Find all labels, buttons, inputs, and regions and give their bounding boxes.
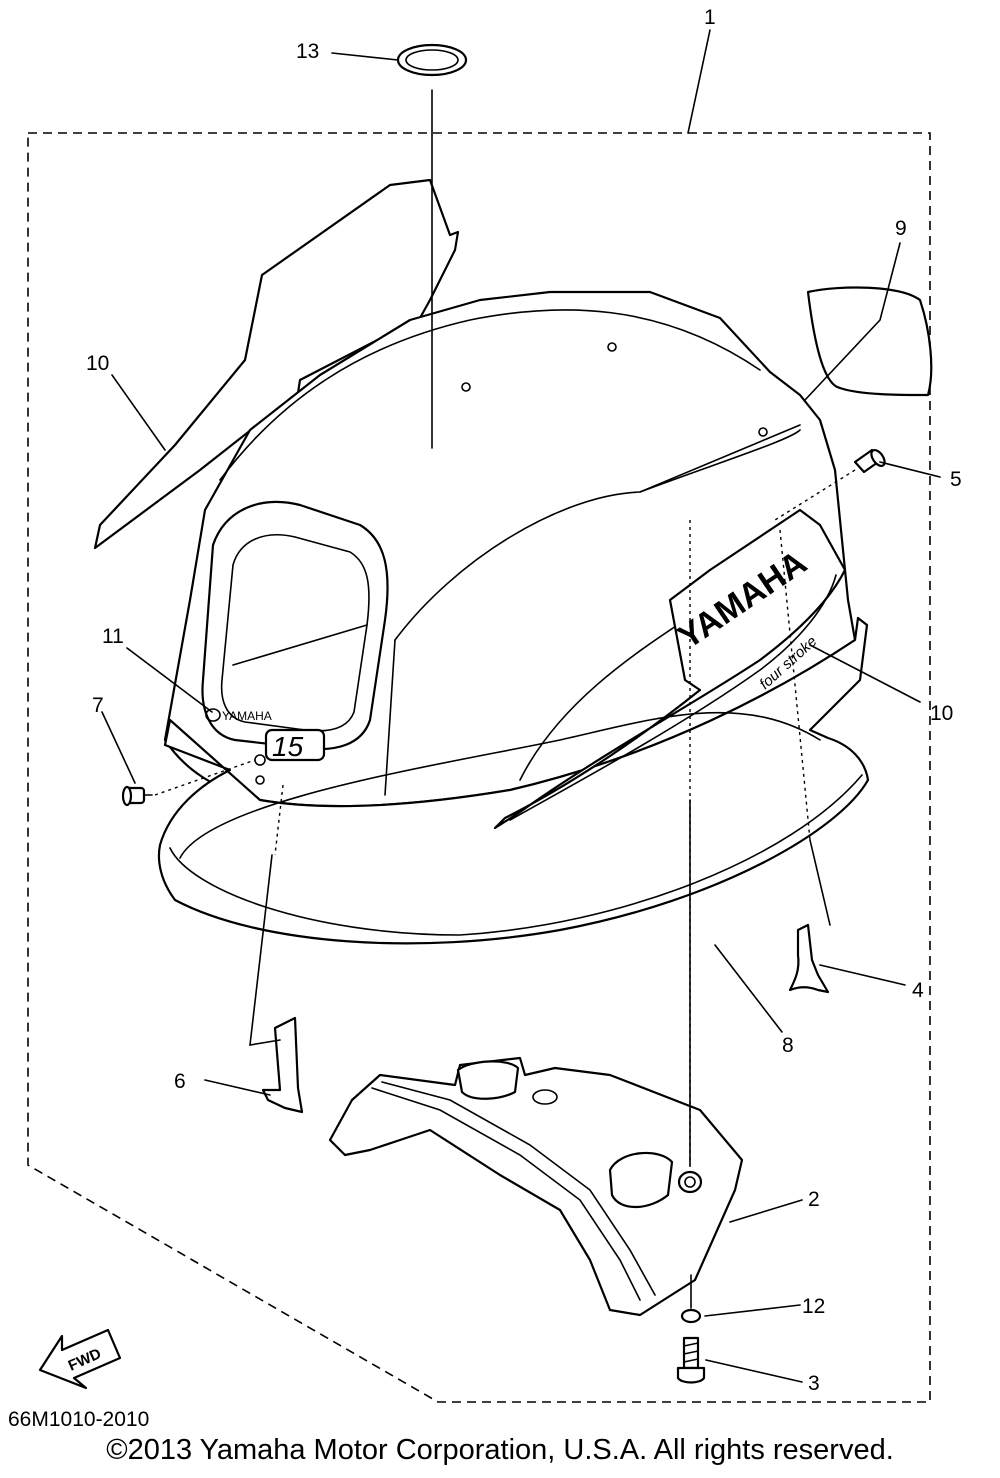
bottom-cowl-boss-right bbox=[608, 1151, 674, 1209]
callout-3: 3 bbox=[808, 1372, 820, 1395]
bolt-head bbox=[676, 1366, 706, 1384]
callout-2: 2 bbox=[808, 1188, 820, 1211]
badge-logo-icon bbox=[205, 708, 221, 722]
bottom-cowl-grommet-hole bbox=[684, 1176, 696, 1188]
axis-bracket-left bbox=[274, 784, 284, 856]
bottom-cowl-hole bbox=[532, 1089, 558, 1105]
pin-left-head bbox=[121, 785, 133, 807]
leader-3 bbox=[705, 1359, 803, 1383]
leader-2 bbox=[729, 1199, 803, 1223]
leader-4 bbox=[819, 964, 906, 986]
callout-6: 6 bbox=[174, 1070, 186, 1093]
leader-10b bbox=[809, 644, 921, 703]
cowl-hole bbox=[758, 427, 768, 437]
leader-11 bbox=[126, 647, 213, 713]
callout-7: 7 bbox=[92, 694, 104, 717]
badge-brand-text: YAMAHA bbox=[222, 709, 272, 723]
leader-7 bbox=[101, 711, 136, 784]
leader-13 bbox=[331, 52, 399, 61]
leader-1 bbox=[687, 29, 711, 134]
badge-model-text: 15 bbox=[272, 731, 304, 762]
cowl-hole bbox=[461, 382, 471, 392]
axis-seal-right bbox=[779, 529, 811, 841]
cowl-decal-swoosh bbox=[509, 574, 837, 821]
fwd-arrow bbox=[38, 1328, 122, 1390]
washer bbox=[680, 1308, 702, 1324]
assembly-boundary bbox=[27, 132, 931, 1403]
copyright-notice: ©2013 Yamaha Motor Corporation, U.S.A. A… bbox=[106, 1434, 894, 1466]
callout-9: 9 bbox=[895, 217, 907, 240]
bottom-cowl-rim-2 bbox=[381, 1081, 656, 1296]
leader-8 bbox=[714, 944, 783, 1033]
side-decal-left bbox=[93, 178, 460, 550]
bottom-cowl-grommet bbox=[677, 1170, 703, 1194]
callout-10-left: 10 bbox=[86, 352, 109, 375]
bracket-left bbox=[261, 1016, 304, 1114]
bottom-cowl-boss-left bbox=[456, 1060, 520, 1100]
bracket-right bbox=[788, 923, 830, 994]
seal-inner-edge-2 bbox=[179, 711, 821, 859]
callout-11: 11 bbox=[102, 625, 124, 648]
cowl-contour-4 bbox=[639, 429, 801, 493]
cowl-contour-1 bbox=[219, 309, 761, 481]
leader-5 bbox=[879, 461, 941, 478]
callout-4: 4 bbox=[912, 979, 924, 1002]
callout-10-right: 10 bbox=[930, 702, 953, 725]
leader-9 bbox=[804, 242, 901, 401]
callout-8: 8 bbox=[782, 1034, 794, 1057]
axis-bracket-right bbox=[809, 839, 831, 926]
leader-10a bbox=[111, 374, 166, 451]
callout-5: 5 bbox=[950, 468, 962, 491]
callout-1: 1 bbox=[704, 6, 716, 29]
model-badge bbox=[264, 728, 326, 762]
callout-13: 13 bbox=[296, 40, 319, 63]
diagram-code: 66M1010-2010 bbox=[8, 1408, 150, 1431]
axis-pin-right bbox=[774, 469, 856, 521]
bottom-cowl-rim bbox=[371, 1087, 641, 1301]
vent-window-outer bbox=[201, 500, 389, 751]
cowl-contour-3 bbox=[384, 639, 396, 796]
seal-inner-edge bbox=[169, 774, 863, 936]
grommet-inner bbox=[405, 49, 459, 71]
leader-12 bbox=[704, 1304, 801, 1317]
bolt-thread bbox=[683, 1342, 699, 1363]
axis-bracket-left-solid bbox=[249, 854, 281, 1046]
cowl-hole bbox=[607, 342, 617, 352]
caution-label bbox=[806, 286, 933, 397]
cowl-contour-2 bbox=[394, 424, 801, 641]
callout-12: 12 bbox=[802, 1295, 825, 1318]
vent-window-depth bbox=[232, 624, 368, 666]
cowl-hole bbox=[255, 775, 265, 785]
leader-6 bbox=[204, 1079, 271, 1096]
